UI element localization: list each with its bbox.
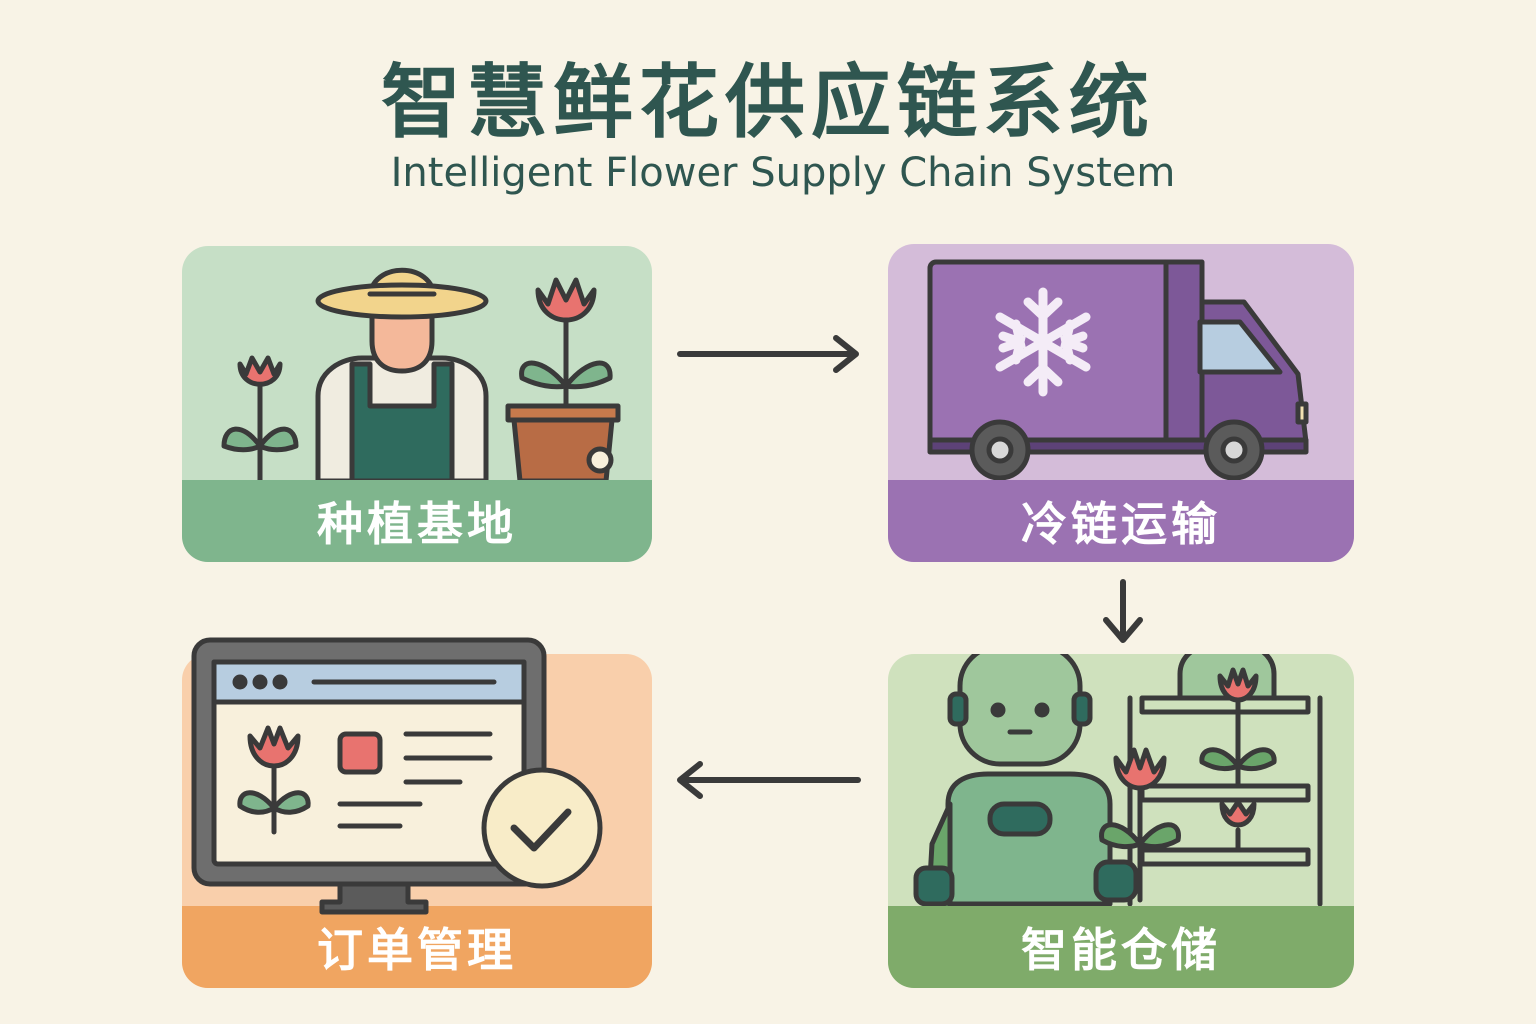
arrow-left [677,761,861,799]
card-label-band: 订单管理 [182,906,652,988]
card-cold-chain: 冷链运输 [888,244,1354,562]
page-title: 智慧鲜花供应链系统 [381,56,1155,149]
arrow-right [677,335,859,373]
card-planting-base: 种植基地 [182,246,652,562]
card-label-band: 冷链运输 [888,480,1354,562]
stage-label-warehouse: 智能仓储 [1021,923,1221,977]
refrigerated-truck-icon [927,259,1309,481]
card-label-band: 种植基地 [182,480,652,562]
stage-label-planting: 种植基地 [317,497,517,551]
farmer-with-tulips-icon [221,267,621,484]
stage-label-cold-chain: 冷链运输 [1021,497,1221,551]
card-smart-warehouse: 智能仓储 [888,654,1354,988]
page-subtitle: Intelligent Flower Supply Chain System [390,150,1176,196]
monitor-order-check-icon [191,637,603,915]
card-label-band: 智能仓储 [888,906,1354,988]
robot-warehouse-icon [913,654,1323,917]
arrow-down [1103,579,1143,643]
stage-label-orders: 订单管理 [317,923,517,977]
